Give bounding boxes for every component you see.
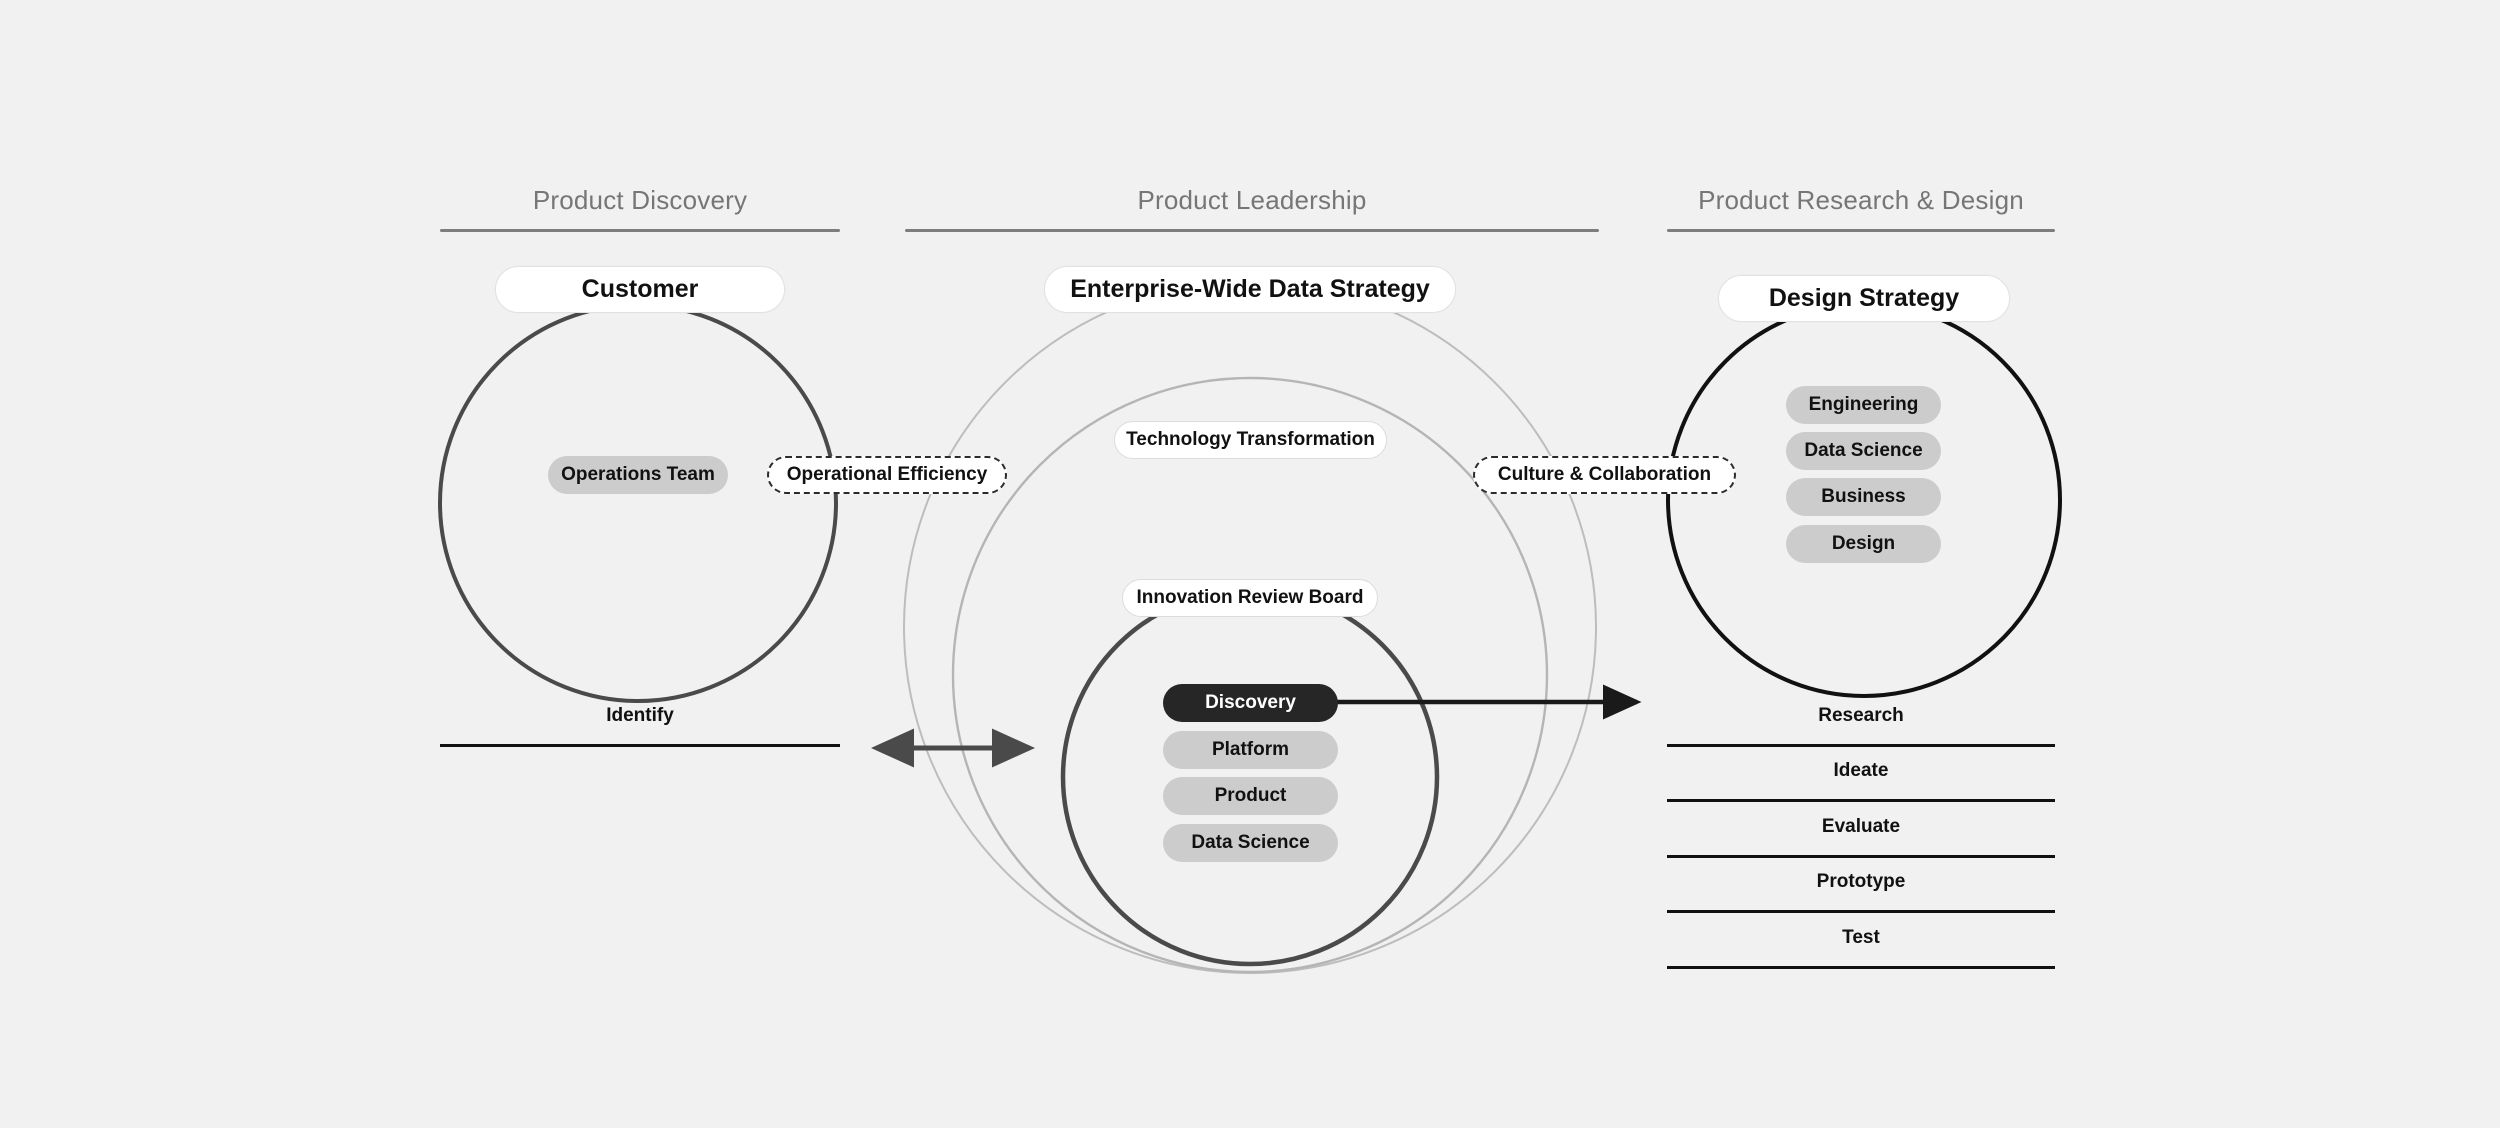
step-rule-identify bbox=[440, 744, 840, 747]
member-label: Discovery bbox=[1205, 692, 1296, 713]
step-rule-test bbox=[1667, 966, 2055, 969]
member-label: Operations Team bbox=[561, 464, 715, 485]
member-pill-business[interactable]: Business bbox=[1786, 478, 1941, 516]
member-label: Design bbox=[1831, 533, 1896, 554]
member-pill-discovery[interactable]: Discovery bbox=[1163, 684, 1338, 722]
enterprise-title-label: Enterprise-Wide Data Strategy bbox=[1070, 275, 1430, 303]
member-label: Data Science bbox=[1191, 832, 1310, 853]
member-label: Platform bbox=[1211, 739, 1290, 760]
design-strategy-title-label: Design Strategy bbox=[1768, 284, 1960, 312]
member-pill-operations-team[interactable]: Operations Team bbox=[548, 456, 728, 494]
step-label-identify: Identify bbox=[606, 705, 674, 726]
member-pill-data-science-leadership[interactable]: Data Science bbox=[1163, 824, 1338, 862]
member-pill-design[interactable]: Design bbox=[1786, 525, 1941, 563]
member-label: Business bbox=[1821, 486, 1906, 507]
member-pill-engineering[interactable]: Engineering bbox=[1786, 386, 1941, 424]
design-strategy-title-pill[interactable]: Design Strategy bbox=[1718, 275, 2010, 322]
enterprise-title-pill[interactable]: Enterprise-Wide Data Strategy bbox=[1044, 266, 1456, 313]
column-header-product-leadership: Product Leadership bbox=[1137, 185, 1367, 215]
technology-transformation-label: Technology Transformation bbox=[1126, 429, 1375, 450]
member-pill-platform[interactable]: Platform bbox=[1163, 731, 1338, 769]
step-rule-research bbox=[1667, 744, 2055, 747]
step-rule-evaluate bbox=[1667, 855, 2055, 858]
member-pill-data-science-design[interactable]: Data Science bbox=[1786, 432, 1941, 470]
member-label: Product bbox=[1214, 785, 1287, 806]
customer-title-label: Customer bbox=[581, 275, 699, 303]
step-label-research: Research bbox=[1818, 705, 1904, 726]
customer-title-pill[interactable]: Customer bbox=[495, 266, 785, 313]
column-header-product-discovery: Product Discovery bbox=[532, 185, 748, 215]
culture-collaboration-label: Culture & Collaboration bbox=[1497, 464, 1712, 485]
customer-circle bbox=[438, 303, 838, 703]
step-rule-ideate bbox=[1667, 799, 2055, 802]
column-rule-product-discovery bbox=[440, 229, 840, 232]
step-rule-prototype bbox=[1667, 910, 2055, 913]
step-label-test: Test bbox=[1842, 927, 1880, 948]
culture-collaboration-pill[interactable]: Culture & Collaboration bbox=[1473, 456, 1736, 494]
operational-efficiency-pill[interactable]: Operational Efficiency bbox=[767, 456, 1007, 494]
member-label: Engineering bbox=[1808, 394, 1919, 415]
innovation-review-board-pill[interactable]: Innovation Review Board bbox=[1122, 579, 1378, 617]
member-label: Data Science bbox=[1804, 440, 1923, 461]
step-label-evaluate: Evaluate bbox=[1821, 816, 1901, 837]
innovation-review-board-label: Innovation Review Board bbox=[1136, 587, 1364, 608]
step-label-prototype: Prototype bbox=[1816, 871, 1906, 892]
column-header-product-research-design: Product Research & Design bbox=[1698, 185, 2024, 215]
technology-transformation-circle bbox=[951, 376, 1549, 974]
column-rule-product-research-design bbox=[1667, 229, 2055, 232]
technology-transformation-pill[interactable]: Technology Transformation bbox=[1114, 421, 1387, 459]
member-pill-product[interactable]: Product bbox=[1163, 777, 1338, 815]
operational-efficiency-label: Operational Efficiency bbox=[786, 464, 988, 485]
step-label-ideate: Ideate bbox=[1833, 760, 1889, 781]
column-rule-product-leadership bbox=[905, 229, 1599, 232]
enterprise-wide-data-strategy-circle bbox=[903, 280, 1597, 974]
